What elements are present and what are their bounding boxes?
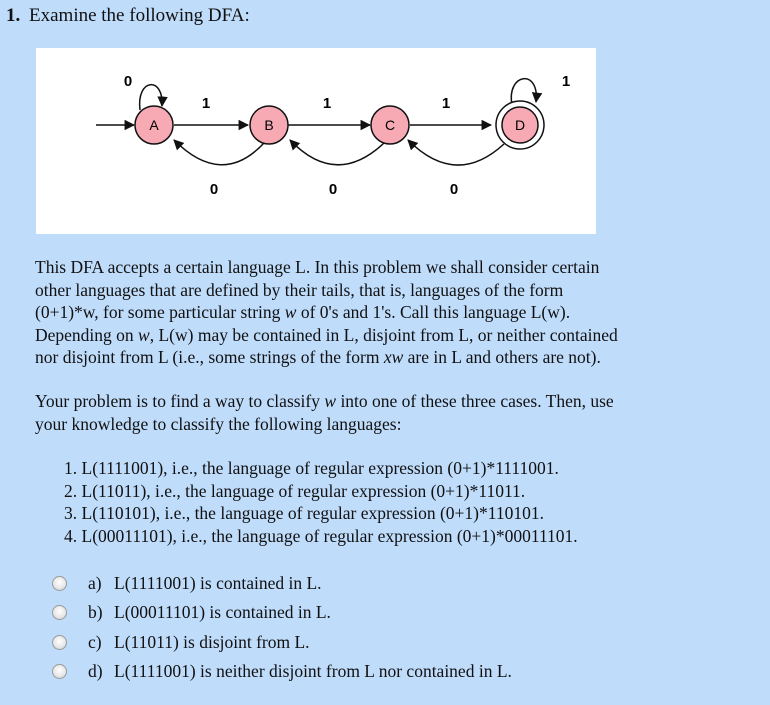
para1-line-1: This DFA accepts a certain language L. I… <box>35 257 600 277</box>
option-b-letter: b) <box>88 602 103 623</box>
option-b-radio[interactable] <box>52 605 67 621</box>
option-a-text: L(1111001) is contained in L. <box>114 573 322 594</box>
question-header: 1. Examine the following DFA: <box>6 5 250 27</box>
dfa-diagram: A B C D 0 1 1 1 1 0 0 0 <box>36 48 596 234</box>
option-a-radio[interactable] <box>52 576 67 592</box>
label-d-c: 0 <box>450 181 458 198</box>
option-b-text: L(00011101) is contained in L. <box>114 602 331 623</box>
label-c-d: 1 <box>442 95 450 112</box>
para1-line-4-pre: Depending on <box>35 324 139 345</box>
state-c <box>370 105 410 145</box>
para1-line-5-post: are in L and others are not). <box>403 347 601 368</box>
option-c-radio[interactable] <box>52 634 67 650</box>
option-d-letter: d) <box>88 661 103 682</box>
para1-line-3-pre: (0+1)*w, for some particular string <box>35 302 285 323</box>
para2-line-1-var: w <box>324 391 337 411</box>
para1-line-4: Depending on w, L(w) may be contained in… <box>35 324 735 347</box>
language-list: 1. L(1111001), i.e., the language of reg… <box>64 457 578 547</box>
edge-b-a <box>173 139 265 166</box>
answer-options: a) L(1111001) is contained in L. b) L(00… <box>52 569 512 686</box>
option-c[interactable]: c) L(11011) is disjoint from L. <box>52 628 512 657</box>
label-b-a: 0 <box>210 181 218 198</box>
para2-line-2: your knowledge to classify the following… <box>35 413 402 434</box>
edge-c-b <box>289 139 385 166</box>
para2-line-1-post: into one of these three cases. Then, use <box>336 391 614 411</box>
para2-line-1-pre: Your problem is to find a way to classif… <box>35 391 325 411</box>
label-b-c: 1 <box>323 95 331 112</box>
option-a[interactable]: a) L(1111001) is contained in L. <box>52 569 512 598</box>
para1-line-5-pre: nor disjoint from L (i.e., some strings … <box>35 347 384 368</box>
edge-d-c <box>407 139 505 166</box>
option-d-radio[interactable] <box>52 664 67 680</box>
language-item-2: 2. L(11011), i.e., the language of regul… <box>64 480 526 501</box>
label-c-b: 0 <box>329 181 337 198</box>
state-label-a: A <box>149 117 159 133</box>
para1-line-5-var: xw <box>383 347 404 368</box>
para1-line-3: (0+1)*w, for some particular string w of… <box>35 301 735 324</box>
state-label-d: D <box>515 117 525 133</box>
loop-a <box>138 84 168 111</box>
label-a-b: 1 <box>202 95 210 112</box>
label-loop-a: 0 <box>124 73 132 90</box>
option-d[interactable]: d) L(1111001) is neither disjoint from L… <box>52 657 512 686</box>
loop-d <box>510 77 543 106</box>
option-c-letter: c) <box>88 631 102 652</box>
problem-paragraph-2: Your problem is to find a way to classif… <box>35 390 735 435</box>
para1-line-3-var: w <box>284 302 297 323</box>
para1-line-4-var: w <box>138 324 150 345</box>
option-d-text: L(1111001) is neither disjoint from L no… <box>114 661 512 682</box>
question-title: Examine the following DFA: <box>29 5 250 26</box>
para1-line-3-post: of 0's and 1's. Call this language L(w). <box>296 302 571 323</box>
para1-line-2: other languages that are defined by thei… <box>35 279 564 300</box>
state-d <box>501 106 539 144</box>
state-label-b: B <box>264 117 273 133</box>
state-a <box>134 105 174 145</box>
language-item-3: 3. L(110101), i.e., the language of regu… <box>64 503 544 524</box>
problem-paragraph-1: This DFA accepts a certain language L. I… <box>35 256 735 369</box>
state-label-c: C <box>385 117 395 133</box>
para2-line-1: Your problem is to find a way to classif… <box>35 390 735 413</box>
para1-line-5: nor disjoint from L (i.e., some strings … <box>35 346 735 369</box>
para1-line-4-post: , L(w) may be contained in L, disjoint f… <box>149 324 618 345</box>
language-item-4: 4. L(00011101), i.e., the language of re… <box>64 525 578 546</box>
option-b[interactable]: b) L(00011101) is contained in L. <box>52 598 512 627</box>
language-item-1: 1. L(1111001), i.e., the language of reg… <box>64 458 559 478</box>
option-c-text: L(11011) is disjoint from L. <box>114 631 310 652</box>
dfa-svg: A B C D 0 1 1 1 1 0 0 0 <box>96 73 570 198</box>
state-b <box>249 105 289 145</box>
label-loop-d: 1 <box>562 73 570 90</box>
option-a-letter: a) <box>88 573 102 594</box>
question-number: 1. <box>6 5 21 26</box>
